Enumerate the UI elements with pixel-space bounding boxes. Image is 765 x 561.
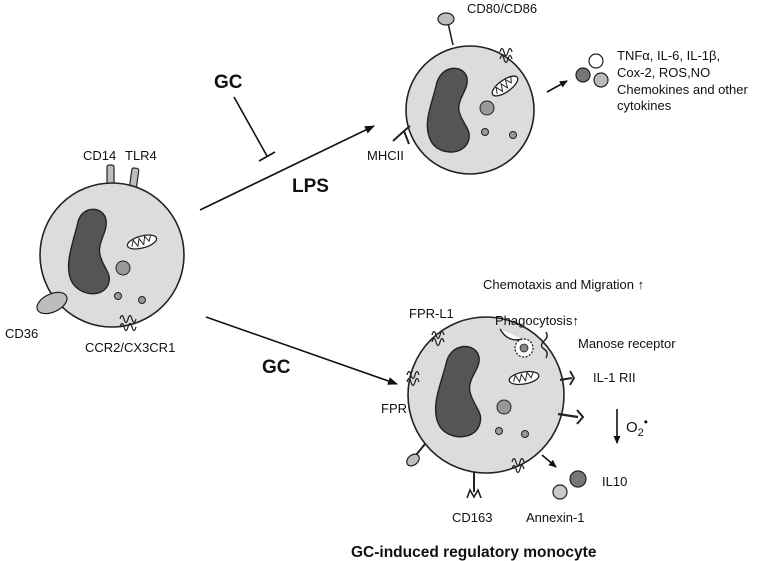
secreted-molecule-dark-icon [575,67,591,83]
o2-letter: O [626,419,638,436]
o2-subscript: 2 [638,427,644,439]
regulatory-granule-small-icon [495,427,503,435]
regulatory-granule-small-icon [521,430,529,438]
phagocytosis-label: Phagocytosis↑ [495,313,579,328]
gc-inhibitor-label: GC [214,72,243,93]
regulatory-granule-icon [496,399,512,415]
resting-granule-small-icon [114,292,122,300]
il10-secretion-arrow [541,454,557,468]
cytokine-line-2: Cox-2, ROS,NO [617,65,710,80]
page-title: GC-induced regulatory monocyte [351,544,597,561]
activated-granule-small-icon [509,131,517,139]
resting-monocyte [36,164,185,332]
cd14-label: CD14 [83,148,116,163]
gc-lower-label: GC [262,357,291,378]
fpr-label: FPR [381,401,407,416]
secretion-arrow [546,80,568,93]
manose-receptor-label: Manose receptor [578,336,676,351]
il1-rii-label: IL-1 RII [593,370,636,385]
cd36-receptor-icon [36,291,68,315]
resting-nucleus-icon [67,208,110,295]
activated-monocyte [392,12,535,175]
activated-nucleus-icon [426,67,470,153]
ccr2-label: CCR2/CX3CR1 [85,340,175,355]
secreted-molecule-gray-icon [593,72,609,88]
annexin-1-molecule-icon [552,484,568,500]
cytokine-line-4: cytokines [617,98,672,113]
manose-receptor-icon [540,331,548,359]
regulatory-cell-body [407,316,565,474]
lps-label: LPS [292,176,329,197]
gc-inhibition-bar [258,151,276,162]
il1-rii-receptor-icon [559,370,576,386]
resting-mitochondrion-icon [126,234,158,250]
gc-arrow [205,316,398,385]
cd80-cd86-receptor-icon [437,12,455,46]
secreted-molecule-white-icon [588,53,604,69]
resting-cell-body [39,182,185,328]
lps-arrow [199,125,375,211]
cytokine-line-3: Chemokines and other [617,82,748,97]
stalk-receptor-icon [406,443,426,467]
mhcii-label: MHCII [367,148,404,163]
activated-membrane-receptor-icon [499,47,513,64]
activated-cell-body [405,45,535,175]
regulatory-monocyte [406,316,585,499]
resting-granule-small-icon [138,296,146,304]
ccr2-receptor-icon [119,314,137,332]
il10-label: IL10 [602,474,627,489]
regulatory-nucleus-icon [434,345,482,438]
activated-granule-small-icon [481,128,489,136]
fpr-l1-label: FPR-L1 [409,306,454,321]
cd163-receptor-icon [466,472,482,499]
tlr4-label: TLR4 [125,148,157,163]
resting-granule-icon [115,260,131,276]
phagocytic-cup-icon [499,328,523,341]
gc-inhibition-line [233,96,268,157]
il10-molecule-icon [569,470,587,488]
o2-radical-label: O2• [626,415,648,439]
fpr-l1-receptor-icon [431,330,445,347]
activated-granule-icon [479,100,495,116]
fpr-receptor-icon [406,370,420,387]
cd163-label: CD163 [452,510,492,525]
regulatory-mitochondrion-icon [508,370,540,386]
cytokine-line-1: TNFα, IL-6, IL-1β, [617,48,720,63]
o2-radical-dot: • [644,415,648,429]
wrench-receptor-icon [557,409,585,425]
mhcii-receptor-icon [392,125,411,145]
activated-mitochondrion-icon [491,75,519,97]
phagocytosed-particle-icon [514,338,534,358]
annexin-1-label: Annexin-1 [526,510,585,525]
cd80-cd86-label: CD80/CD86 [467,1,537,16]
cd36-label: CD36 [5,326,38,341]
regulatory-bottom-receptor-icon [511,457,525,474]
chemotaxis-label: Chemotaxis and Migration ↑ [483,277,644,292]
